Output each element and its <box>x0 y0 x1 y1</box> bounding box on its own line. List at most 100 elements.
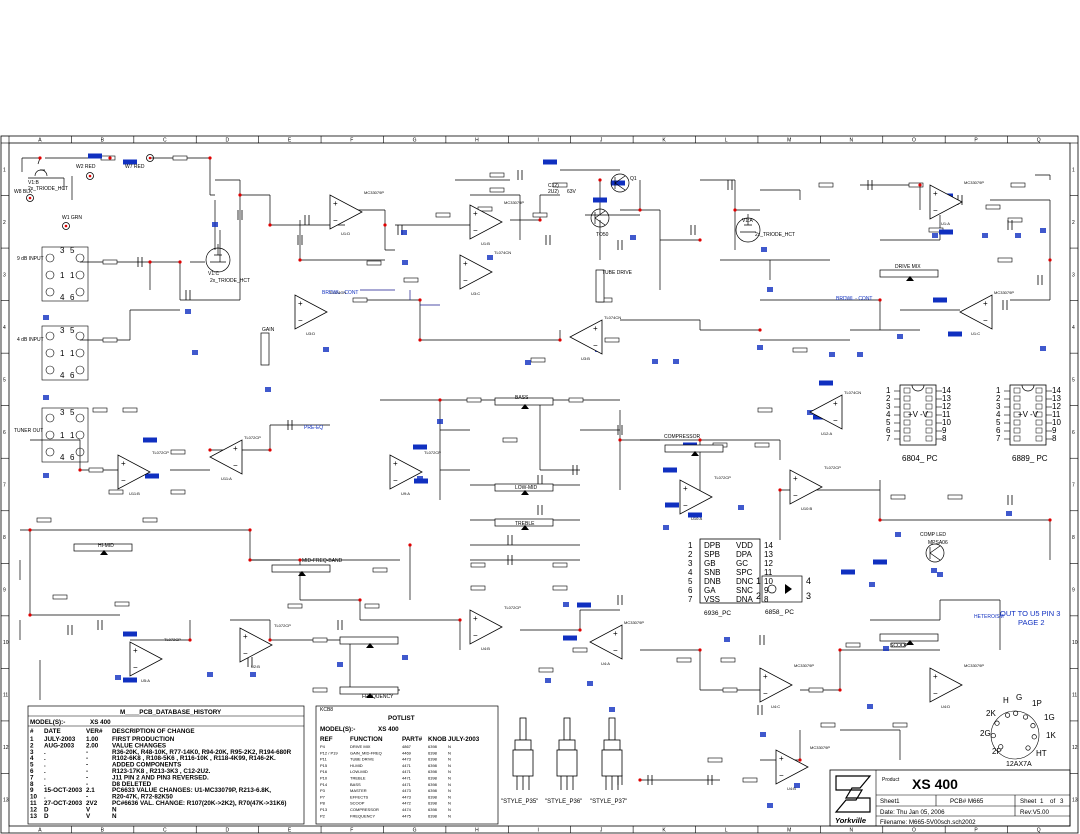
svg-text:5: 5 <box>70 326 75 335</box>
row-label: 1 <box>3 167 6 173</box>
col-label: A <box>38 138 42 144</box>
out-to-label: OUT TO U5 PIN 3 <box>1000 609 1060 618</box>
ground-symbol <box>869 582 875 587</box>
power-flag <box>933 297 947 303</box>
potlist-cell: P4 <box>320 744 326 749</box>
potlist-cell: GAIN_MID-FREQ <box>350 750 382 755</box>
junction-dots <box>28 156 1052 782</box>
potlist-cell: N <box>448 744 451 749</box>
col-label: J <box>600 138 603 144</box>
resistor <box>742 777 758 783</box>
v1b-ref: V1:B <box>28 180 40 186</box>
resistor <box>100 155 116 161</box>
pin-number: 7 <box>688 595 693 604</box>
svg-text:+: + <box>473 209 478 218</box>
svg-text:−: − <box>983 316 988 325</box>
potlist-cell: 4473 <box>402 794 412 799</box>
col-label: C <box>163 138 167 144</box>
history-title: M____PCB_DATABASE_HISTORY <box>120 709 222 716</box>
row-label: 10 <box>3 640 9 646</box>
opamp-ref: U11:B <box>129 491 140 496</box>
col-label: P <box>974 828 978 834</box>
pin-number: 7 <box>886 434 891 443</box>
junction-dot <box>838 688 842 692</box>
v1a-ref: V1:A <box>742 218 754 224</box>
potlist-header: KNOB <box>428 736 447 743</box>
col-label: B <box>101 138 105 144</box>
pot-p8 <box>879 633 939 645</box>
junction-dot <box>438 398 442 402</box>
supply-label: -V <box>920 410 929 419</box>
mpsa06-label: MPSA06 <box>928 540 948 546</box>
resistor <box>92 407 108 413</box>
j2-label: 9 dB INPUT <box>17 256 44 262</box>
history-cell: R36-20K, R48-10K, R77-14K0, R94-20K, R95… <box>112 749 292 756</box>
svg-text:−: − <box>613 646 618 655</box>
junction-dot <box>778 488 782 492</box>
svg-text:3: 3 <box>60 246 65 255</box>
potlist-cell: 6398 <box>428 794 438 799</box>
history-cell: 13 <box>30 813 38 820</box>
svg-text:4: 4 <box>60 453 65 462</box>
junction-dot <box>733 208 737 212</box>
resistor <box>502 437 518 443</box>
col-label: E <box>288 828 292 834</box>
potlist-cell: 4471 <box>402 769 412 774</box>
opamp-ref: U4:B <box>787 786 796 791</box>
svg-text:−: − <box>593 341 598 350</box>
potlist-cell: 6398 <box>428 782 438 787</box>
potlist-cell: N <box>448 788 451 793</box>
svg-text:+: + <box>683 484 688 493</box>
resistor <box>890 642 906 648</box>
ground-symbol <box>402 655 408 660</box>
pin-name: GA <box>704 586 716 595</box>
potlist-cell: 4473 <box>402 757 412 762</box>
transistor-q2: TO50 <box>590 208 610 238</box>
history-cell: R123-17K8 , R213-3K3 , C12-2U2. <box>112 768 211 775</box>
potlist-cell: 6398 <box>428 788 438 793</box>
col-label: A <box>38 828 42 834</box>
svg-text:4: 4 <box>806 576 811 586</box>
potlist-models-label: MODEL(S):- <box>320 726 355 733</box>
row-label: 12 <box>3 745 9 751</box>
resistor <box>489 187 505 193</box>
pin-number: 6 <box>688 586 693 595</box>
junction-dot <box>878 518 882 522</box>
resistor <box>122 407 138 413</box>
svg-text:−: − <box>463 276 468 285</box>
pot-p13 <box>664 444 724 456</box>
pin-number: 4 <box>886 410 891 419</box>
history-cell: 5 <box>30 762 34 769</box>
pin-number: 5 <box>886 418 891 427</box>
power-flag <box>611 180 625 186</box>
resistor <box>36 517 52 523</box>
history-cell: . <box>44 749 46 756</box>
opamp-part: MC33079P <box>624 620 644 625</box>
junction-dot <box>383 223 387 227</box>
pin-name: DPA <box>736 550 753 559</box>
history-cell: R20-47K, R72-82K50 <box>112 794 173 801</box>
potlist-cell: 6398 <box>428 750 438 755</box>
junction-dot <box>108 156 112 160</box>
resistor <box>352 297 368 303</box>
history-header: DATE <box>44 728 61 735</box>
potlist-cell: P10 <box>320 776 328 781</box>
potlist-cell: 6398 <box>428 763 438 768</box>
svg-text:−: − <box>779 771 784 780</box>
socket-pin: H <box>1003 696 1009 705</box>
ground-symbol <box>1040 228 1046 233</box>
pcb-number: PCB# M665 <box>950 798 984 805</box>
power-flag <box>577 602 591 608</box>
history-cell: AUG-2003 <box>44 742 75 749</box>
resistor <box>466 397 482 403</box>
svg-text:+: + <box>243 632 248 641</box>
